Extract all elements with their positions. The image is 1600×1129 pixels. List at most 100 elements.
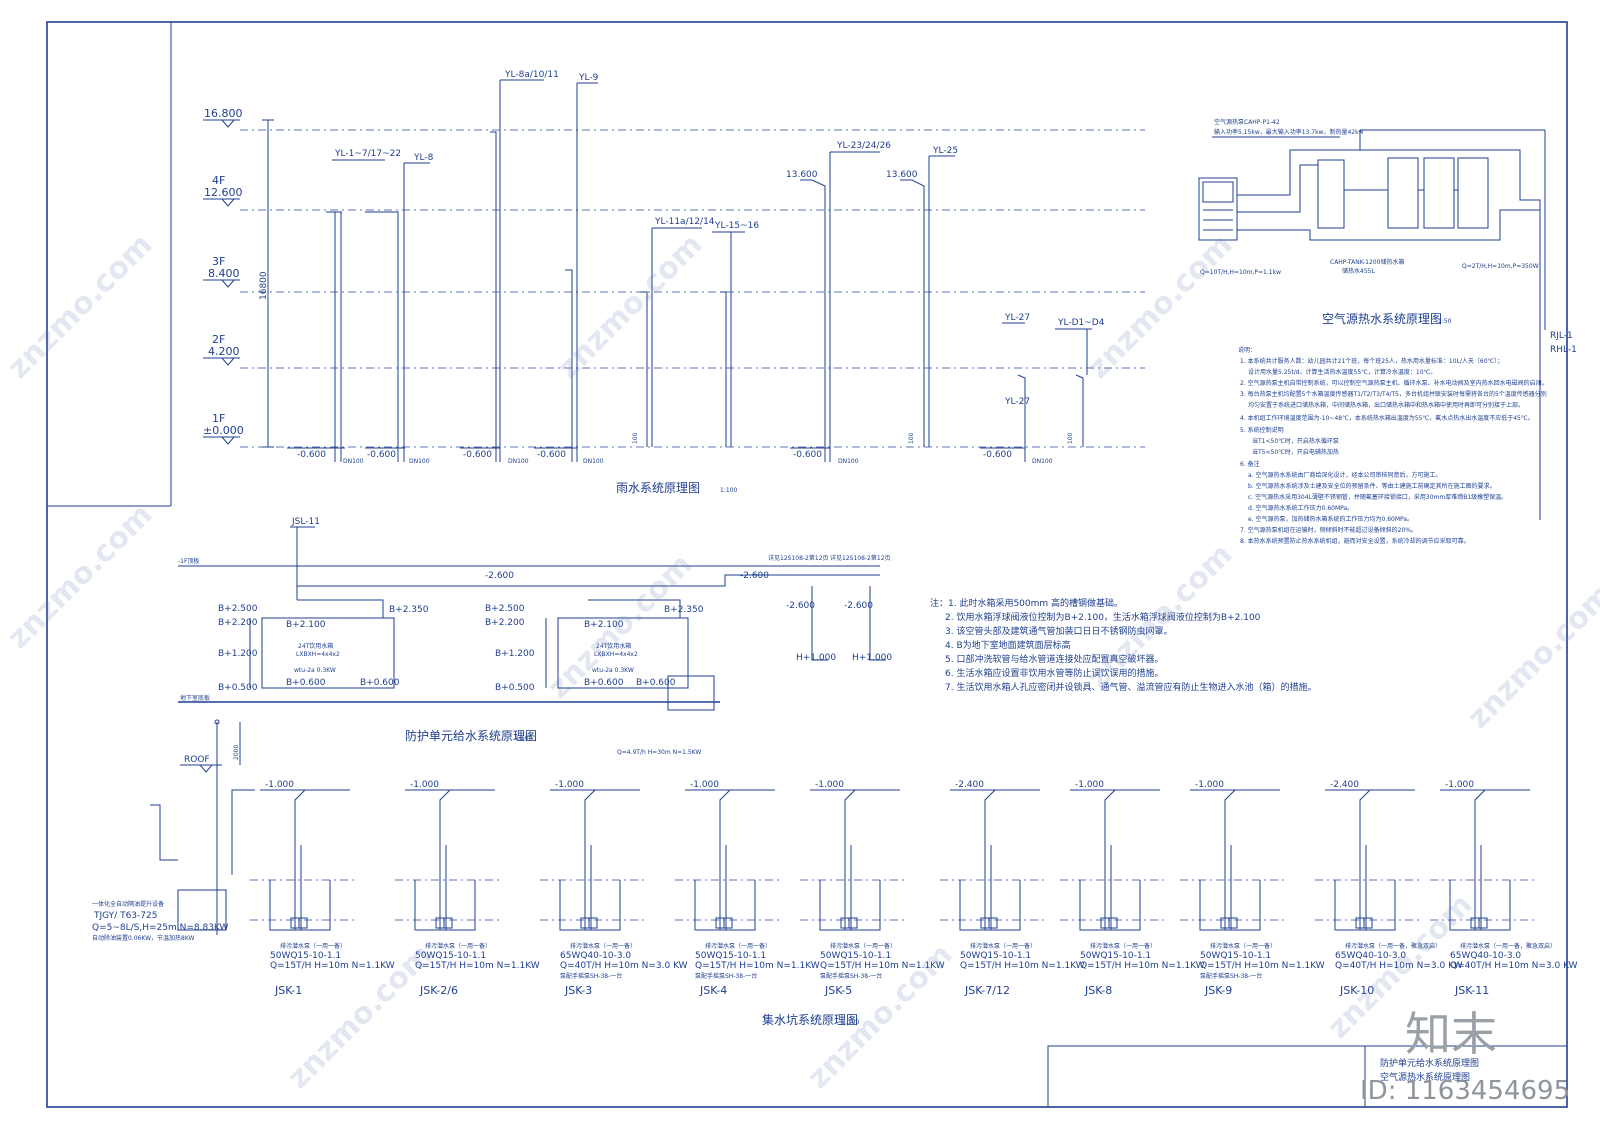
svg-text:2000: 2000 <box>233 745 240 760</box>
pit-top-elev: -1.000 <box>1195 780 1224 790</box>
pit-name: JSK-2/6 <box>419 984 458 997</box>
floor-level-16800: 16.800 <box>203 107 243 128</box>
svg-text:B+2.200: B+2.200 <box>218 618 258 628</box>
svg-text:H+1.000: H+1.000 <box>852 653 892 663</box>
hotwater-diagram: 空气源热泵CAHP-P1-42 输入功率5.15kw，最大输入功率13.7kw，… <box>1198 118 1577 545</box>
svg-text:100: 100 <box>1067 432 1074 444</box>
svg-text:znzmo.com: znzmo.com <box>1 497 160 656</box>
sump-title: 集水坑系统原理图 <box>762 1012 858 1027</box>
svg-text:均匀安置于系统进口储热水箱，中间储热水箱，出口储热水箱中和热: 均匀安置于系统进口储热水箱，中间储热水箱，出口储热水箱中和热水箱中使用时再即可分… <box>1248 401 1524 409</box>
svg-text:YL-1~7/17~22: YL-1~7/17~22 <box>334 149 401 159</box>
svg-text:-0.600: -0.600 <box>983 450 1012 460</box>
svg-text:ROOF: ROOF <box>184 755 210 765</box>
svg-text:DN100: DN100 <box>343 458 364 465</box>
svg-text:注：1. 此时水箱采用500mm 高的槽钢做基础。: 注：1. 此时水箱采用500mm 高的槽钢做基础。 <box>930 597 1123 609</box>
svg-text:13.600: 13.600 <box>786 170 818 180</box>
pit-name: JSK-11 <box>1454 984 1489 997</box>
svg-text:YL-15~16: YL-15~16 <box>714 221 759 231</box>
svg-text:YL-D1~D4: YL-D1~D4 <box>1057 318 1105 328</box>
svg-text:YL-23/24/26: YL-23/24/26 <box>836 141 891 151</box>
pit-pump-model: 50WQ15-10-1.1 <box>960 951 1031 961</box>
svg-text:7. 生活饮用水箱人孔应密闭并设锁具、通气管、溢流管应有防止: 7. 生活饮用水箱人孔应密闭并设锁具、通气管、溢流管应有防止生物进入水池（箱）的… <box>945 681 1316 693</box>
floor-level-2f: 2F 4.200 <box>203 333 240 366</box>
water-tank-1: 24T饮用水箱 LXBXH=4x4x2 wtu-2a 0.3KW <box>249 599 395 689</box>
pit-pump-label: 排污潜水泵（一用一备） <box>570 942 636 950</box>
stack-yl-27: YL-27 YL-27 <box>1002 313 1030 462</box>
svg-text:DN100: DN100 <box>1032 458 1053 465</box>
rain-scale: 1:100 <box>720 487 737 494</box>
pit-pump-label: 排污潜水泵（一用一备） <box>280 942 346 950</box>
svg-text:YL-11a/12/14: YL-11a/12/14 <box>654 217 715 227</box>
pit-top-elev: -1.000 <box>1445 780 1474 790</box>
heat-pump-unit <box>1198 177 1238 241</box>
svg-text:YL-25: YL-25 <box>932 146 958 156</box>
floor-level-4f: 4F 12.600 <box>203 174 243 207</box>
svg-text:B+0.600: B+0.600 <box>286 678 326 688</box>
pit-pump-spec: Q=15T/H H=10m N=1.1KW <box>695 961 820 971</box>
watermark-id: ID: 1163454695 <box>1360 1076 1570 1106</box>
svg-text:Q=10T/H,H=10m,P=1.1kw: Q=10T/H,H=10m,P=1.1kw <box>1200 269 1281 276</box>
svg-text:a. 空气源热水系统由厂商给深化设计，经本公司审核同意后，方: a. 空气源热水系统由厂商给深化设计，经本公司审核同意后，方可施工。 <box>1248 471 1442 479</box>
svg-text:YL-8: YL-8 <box>413 153 434 163</box>
svg-text:znzmo.com: znzmo.com <box>551 227 710 386</box>
svg-text:3. 每台热泵主机均配置5个水箱温度传感器T1/T2/T3/: 3. 每台热泵主机均配置5个水箱温度传感器T1/T2/T3/T4/T5，多台机组… <box>1240 390 1547 398</box>
svg-text:-0.600: -0.600 <box>367 450 396 460</box>
stack-yl-9: YL-9 <box>565 73 599 462</box>
pit-extra: 泵配手摇泵SH-38-一台 <box>560 972 622 980</box>
title-block: 防护单元给水系统原理图 空气源热水系统原理图 <box>1380 1057 1479 1083</box>
svg-text:设计用水量5.25t/d，计算生活热水温度55℃，计算冷水温: 设计用水量5.25t/d，计算生活热水温度55℃，计算冷水温度：10℃。 <box>1248 368 1436 376</box>
svg-text:12.600: 12.600 <box>204 186 243 199</box>
svg-text:DN100: DN100 <box>508 458 529 465</box>
storage-tanks <box>1317 157 1489 229</box>
pit-top-elev: -2.400 <box>955 780 984 790</box>
svg-text:e. 空气源热泵，加热储热水箱系统的工作压力均为0.60MP: e. 空气源热泵，加热储热水箱系统的工作压力均为0.60MPa。 <box>1248 515 1413 523</box>
svg-text:100: 100 <box>632 432 639 444</box>
svg-text:空气源热水系统原理图: 空气源热水系统原理图 <box>1380 1071 1470 1083</box>
pit-pump-label: 排污潜水泵（一用一备） <box>970 942 1036 950</box>
hotwater-scale: 1:50 <box>1438 318 1452 325</box>
svg-text:5. 口部冲洗软管与给水管道连接处应配置真空破坏器。: 5. 口部冲洗软管与给水管道连接处应配置真空破坏器。 <box>945 653 1163 665</box>
svg-text:B+2.500: B+2.500 <box>485 604 525 614</box>
svg-text:1. 本系统共计服务人数：幼儿园共计21个班，每个班25人，: 1. 本系统共计服务人数：幼儿园共计21个班，每个班25人，热水用水量标准：10… <box>1240 357 1503 365</box>
pit-name: JSK-7/12 <box>964 984 1010 997</box>
svg-text:7. 空气源热泵机组在运输时，侧倾斜时不能超过设备倾斜的20: 7. 空气源热泵机组在运输时，侧倾斜时不能超过设备倾斜的20%。 <box>1240 526 1417 534</box>
pit-name: JSK-9 <box>1204 984 1232 997</box>
svg-text:DN100: DN100 <box>838 458 859 465</box>
pit-pump-model: 65WQ40-10-3.0 <box>1335 951 1406 961</box>
svg-text:B+2.500: B+2.500 <box>218 604 258 614</box>
pit-pump-spec: Q=40T/H H=10m N=3.0 KW <box>560 961 688 971</box>
svg-text:8. 本热水系统预置防止热水系统机组，避而对安全设置，系统冷: 8. 本热水系统预置防止热水系统机组，避而对安全设置，系统冷却的调节应采取可靠。 <box>1240 537 1470 545</box>
pit-top-elev: -1.000 <box>815 780 844 790</box>
svg-text:YL-8a/10/11: YL-8a/10/11 <box>504 70 559 80</box>
supply-scale: 1:100 <box>515 735 532 742</box>
pit-pump-label: 排污潜水泵（一用一备） <box>705 942 771 950</box>
svg-text:B+2.100: B+2.100 <box>584 620 624 630</box>
svg-text:wtu-2a 0.3KW: wtu-2a 0.3KW <box>592 667 634 674</box>
rain-diagram: 16.800 4F 12.600 3F 8.400 2F 4.200 1F ±0… <box>203 70 1145 495</box>
svg-text:c. 空气源热水采用304L薄壁不锈钢管，并随氟塞环接锁接口: c. 空气源热水采用304L薄壁不锈钢管，并随氟塞环接锁接口，采用30mm厚难燃… <box>1248 493 1507 501</box>
pit-pump-model: 50WQ15-10-1.1 <box>695 951 766 961</box>
svg-text:TJGY/ T63-725: TJGY/ T63-725 <box>93 911 157 921</box>
svg-text:B+2.200: B+2.200 <box>485 618 525 628</box>
supply-title: 防护单元给水系统原理图 <box>405 728 537 743</box>
stack-yl-8: YL-8 <box>365 153 434 462</box>
pit-pump-label: 排污潜水泵（一用一备） <box>830 942 896 950</box>
svg-text:说明：: 说明： <box>1238 346 1256 354</box>
pit-pump-model: 50WQ15-10-1.1 <box>270 951 341 961</box>
svg-text:详见12S108-2第12页: 详见12S108-2第12页 <box>768 554 829 562</box>
floor-level-1f: 1F ±0.000 <box>203 412 244 445</box>
svg-text:B+2.350: B+2.350 <box>389 605 429 615</box>
water-tank-2: 24T饮用水箱 LXBXH=4x4x2 wtu-2a 0.3KW <box>545 599 689 689</box>
pit-pump-label: 排污潜水泵（一用一备，聚急双启） <box>1345 942 1441 950</box>
pit-pump-spec: Q=15T/H H=10m N=1.1KW <box>820 961 945 971</box>
stack-yl-1: YL-1~7/17~22 <box>326 149 401 462</box>
pit-top-elev: -1.000 <box>690 780 719 790</box>
svg-text:znzmo.com: znzmo.com <box>1081 227 1240 386</box>
svg-text:B+0.500: B+0.500 <box>495 683 535 693</box>
pit-name: JSK-3 <box>564 984 592 997</box>
pit-pump-model: 65WQ40-10-3.0 <box>560 951 631 961</box>
pit-top-elev: -1.000 <box>410 780 439 790</box>
